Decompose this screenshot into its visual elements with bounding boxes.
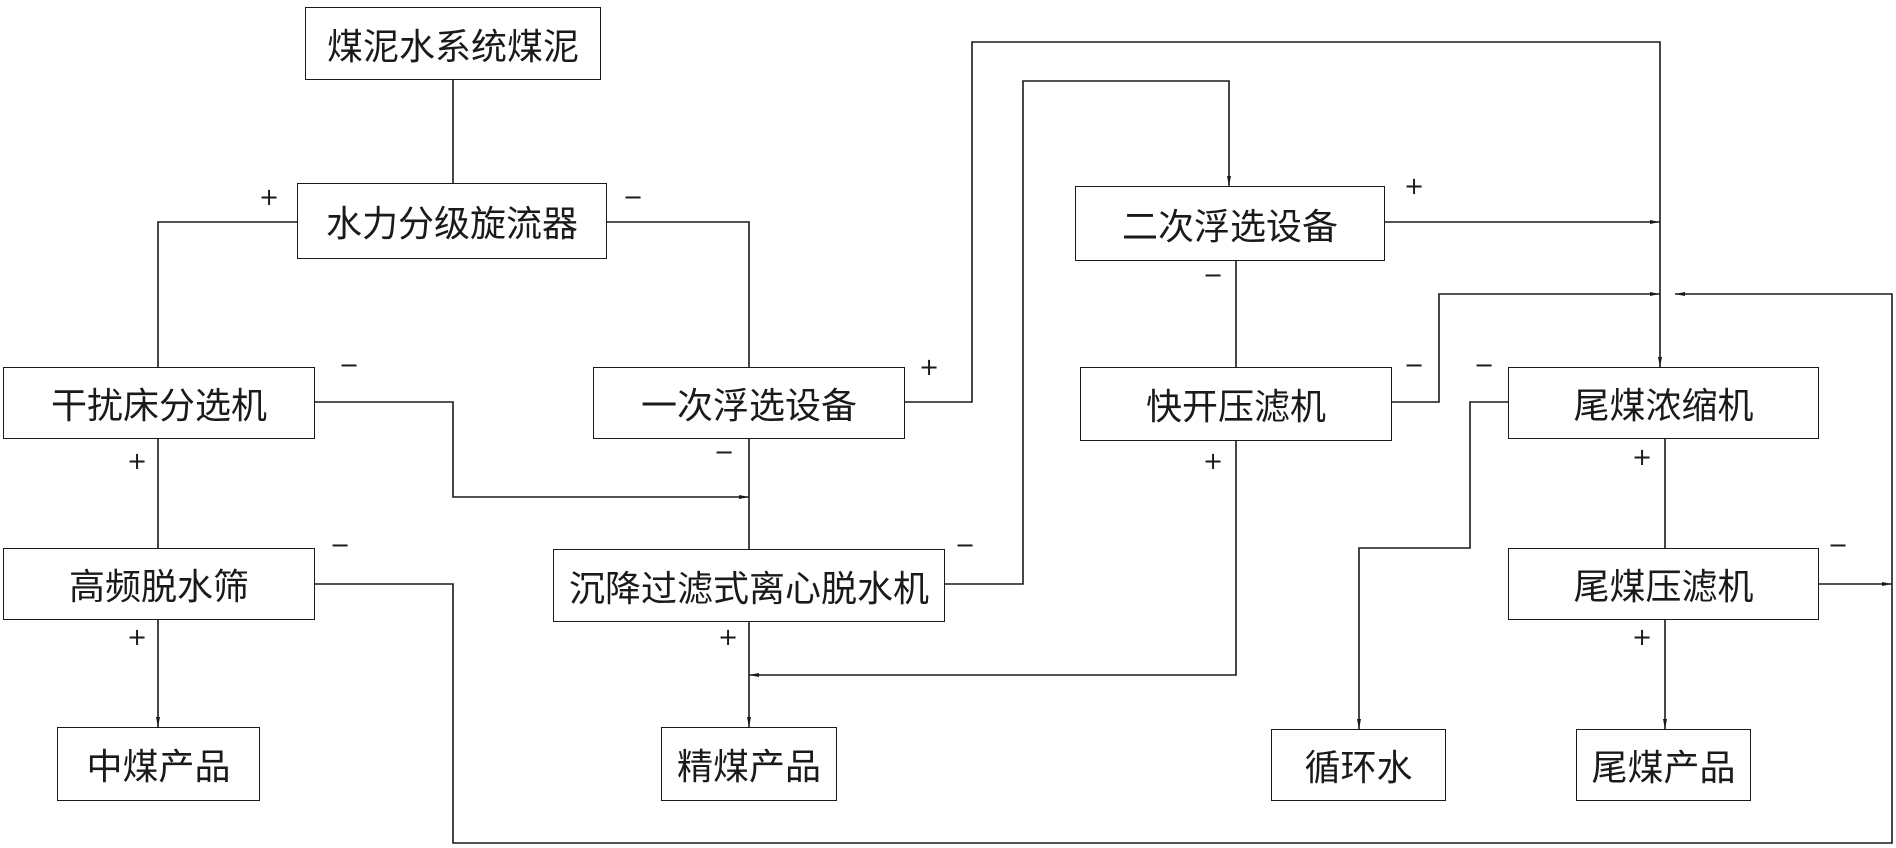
sign-tailpress-minus: − [1828,533,1848,557]
sign-tbs-minus: − [339,353,359,377]
box-hydrocyclone: 水力分级旋流器 [297,183,607,259]
box-circulating-water: 循环水 [1271,729,1446,801]
box-quick-filter-press: 快开压滤机 [1080,367,1392,441]
box-second-flotation: 二次浮选设备 [1075,186,1385,261]
box-hf-dewatering-screen: 高频脱水筛 [3,548,315,620]
box-first-flotation: 一次浮选设备 [593,367,905,439]
box-clean-coal-product: 精煤产品 [661,727,837,801]
sign-filterpress-plus: + [1203,449,1223,473]
sign-centrifuge-minus: − [955,533,975,557]
box-tailings-filter-press: 尾煤压滤机 [1508,548,1819,620]
sign-flotation2-plus: + [1404,174,1424,198]
sign-centrifuge-plus: + [718,625,738,649]
sign-cyclone-plus: + [259,185,279,209]
line-cyclone-to-tbs [158,222,297,367]
box-tailings-product: 尾煤产品 [1576,729,1751,801]
sign-filterpress-minus: − [1404,353,1424,377]
sign-flotation2-minus: − [1203,263,1223,287]
box-centrifuge: 沉降过滤式离心脱水机 [553,549,945,622]
box-tbs-separator: 干扰床分选机 [3,367,315,439]
sign-flotation1-plus: + [919,355,939,379]
box-coal-slurry: 煤泥水系统煤泥 [305,7,601,80]
box-tailings-thickener: 尾煤浓缩机 [1508,367,1819,439]
sign-tbs-plus: + [127,449,147,473]
sign-flotation1-minus: − [714,440,734,464]
line-centrifuge-to-flotation2 [945,81,1229,584]
sign-thickener-minus: − [1474,353,1494,377]
sign-thickener-plus: + [1632,445,1652,469]
sign-cyclone-minus: − [623,185,643,209]
sign-tailpress-plus: + [1632,625,1652,649]
sign-screen-minus: − [330,533,350,557]
sign-screen-plus: + [127,625,147,649]
line-thickener-to-water [1359,402,1508,729]
box-middlings-product: 中煤产品 [57,727,260,801]
line-cyclone-to-flotation1 [607,222,749,367]
